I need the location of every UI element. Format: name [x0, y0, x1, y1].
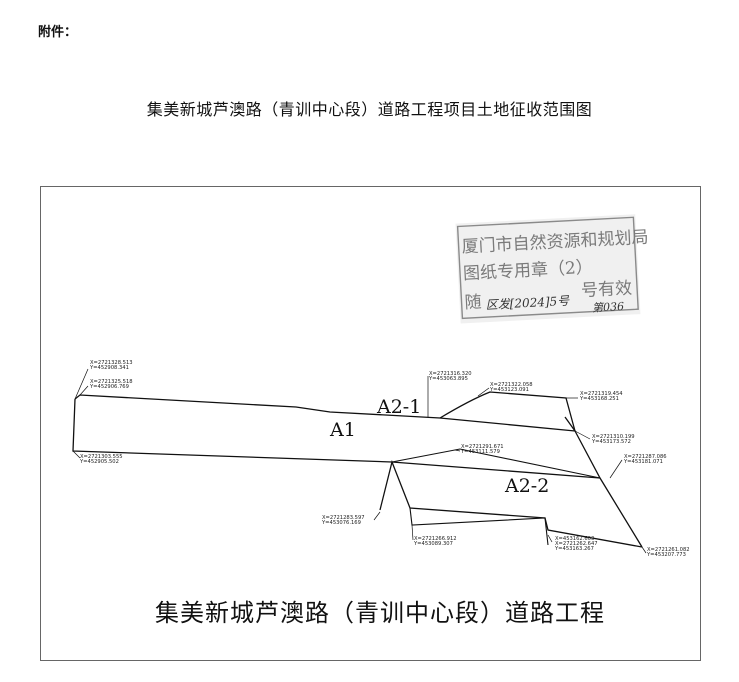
official-stamp: 厦门市自然资源和规划局 图纸专用章（2） 随 号有效 区发[2024]5号 第0…	[455, 214, 649, 324]
coordinate-leaders	[72, 368, 647, 554]
coord-12-y: X=2721262.647	[555, 541, 598, 547]
coord-4-y: Y=453063.895	[428, 376, 468, 382]
coord-8-x: X=2721291.671	[461, 444, 504, 450]
land-acquisition-map-frame	[40, 186, 701, 661]
stamp-handwriting: 区发[2024]5号	[485, 294, 570, 312]
coord-11-y: Y=453089.307	[413, 541, 453, 547]
coord-13-y: Y=453207.773	[646, 552, 686, 558]
attachment-label: 附件：	[38, 25, 78, 40]
coord-3-x: X=2721303.555	[80, 454, 123, 460]
coord-10-x: X=2721283.597	[322, 515, 365, 521]
coord-12-z: Y=453163.267	[554, 546, 594, 552]
map-bottom-title: 集美新城芦澳路（青训中心段）道路工程	[155, 599, 605, 627]
coord-9-x: X=2721287.086	[624, 454, 667, 460]
parcel-a2-2-lower	[409, 507, 549, 546]
parcel-a2-2-bottom	[379, 459, 643, 548]
coord-9-y: Y=453181.071	[623, 459, 663, 465]
stamp-handwriting-number: 第036	[592, 300, 625, 315]
parcel-a2-1-boundary	[439, 391, 576, 432]
parcel-a2-2-boundary	[574, 430, 643, 548]
coord-5-y: Y=453123.091	[489, 387, 529, 393]
parcel-label-a1: A1	[329, 419, 356, 441]
coord-7-x: X=2721310.199	[592, 434, 635, 440]
coordinate-labels: X=2721328.513 Y=452908.341 X=2721325.518…	[79, 360, 690, 558]
coord-8-y: Y=453111.579	[460, 449, 500, 455]
coord-1-y: Y=452908.341	[89, 365, 129, 371]
parcel-label-a2-1: A2-1	[376, 396, 421, 418]
parcel-a1-bottom	[72, 398, 601, 479]
coord-2-x: X=2721325.518	[90, 379, 133, 385]
coord-5-x: X=2721322.058	[490, 382, 533, 388]
coord-6-y: Y=453168.251	[579, 396, 619, 402]
coord-7-y: Y=453173.572	[591, 439, 631, 445]
parcel-a2-2-inner	[391, 448, 601, 479]
stamp-line-3-right: 号有效	[581, 278, 633, 301]
coord-1-x: X=2721328.513	[90, 360, 133, 366]
stamp-line-3-left: 随	[464, 292, 482, 313]
coord-2-y: Y=452906.769	[89, 384, 129, 390]
coord-10-y: Y=453076.169	[321, 520, 361, 526]
coord-12-x: X=453162.603	[555, 536, 594, 542]
coord-13-x: X=2721261.082	[647, 547, 690, 553]
parcel-a1-boundary	[74, 394, 577, 432]
parcel-label-a2-2: A2-2	[504, 475, 549, 497]
document-title: 集美新城芦澳路（青训中心段）道路工程项目土地征收范围图	[146, 100, 593, 119]
coord-3-y: Y=452905.502	[79, 459, 119, 465]
coord-11-x: X=2721266.912	[414, 536, 457, 542]
coord-6-x: X=2721319.454	[580, 391, 623, 397]
coord-4-x: X=2721316.320	[429, 371, 472, 377]
